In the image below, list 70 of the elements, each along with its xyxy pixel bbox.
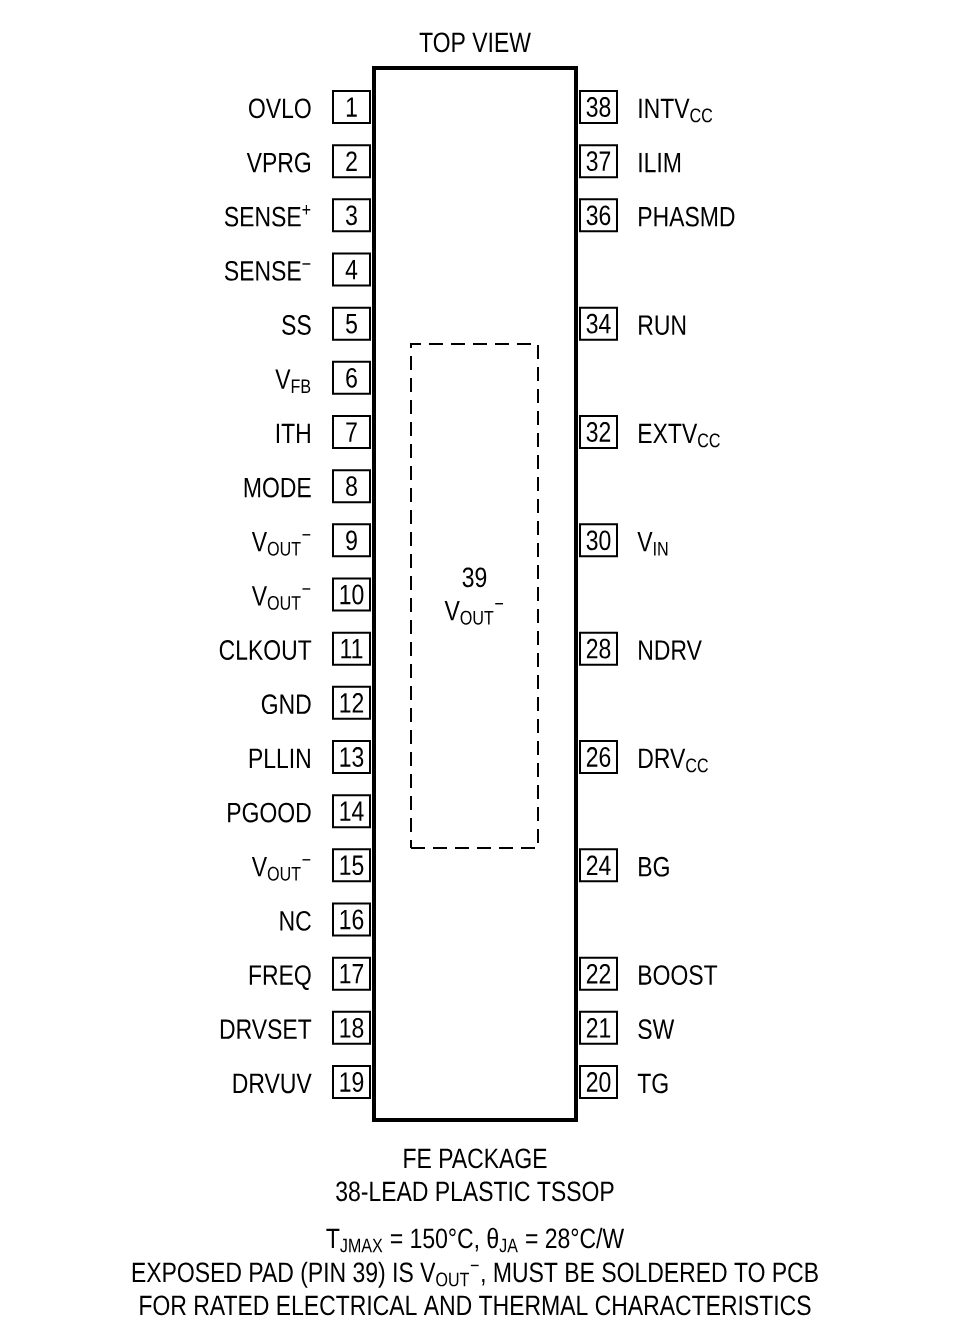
pin-box: 38	[579, 90, 618, 124]
pin-box: 14	[332, 794, 371, 829]
pin-name: VPRG	[246, 152, 310, 173]
package-note: FE PACKAGE	[404, 1148, 547, 1169]
pin-name: V$_{FB}$	[275, 369, 311, 393]
pin-box: 32	[579, 415, 618, 449]
chip-body	[372, 66, 578, 1122]
pin-box: 3	[332, 198, 371, 233]
pin-name: V$_{IN}$	[637, 532, 668, 556]
pin-name: GND	[261, 694, 311, 715]
pin-name: V$_{OUT}$−	[251, 857, 311, 881]
pin-box: 5	[332, 306, 371, 341]
exposed-pad: 39 V$_{OUT}$−	[410, 343, 539, 849]
pin-name: SW	[638, 1019, 675, 1040]
pin-box: 4	[332, 252, 371, 287]
pin-name: INTV$_{CC}$	[639, 98, 713, 123]
pin-name: PLLIN	[249, 748, 310, 768]
pin-box: 19	[332, 1065, 371, 1099]
pin-name: ITH	[276, 423, 310, 443]
pin-name: DRVSET	[220, 1019, 312, 1040]
pin-box: 36	[579, 198, 618, 233]
pin-name: FREQ	[249, 965, 311, 990]
pin-box: 13	[332, 740, 371, 774]
pin-name: PGOOD	[228, 802, 311, 823]
pin-name: PHASMD	[639, 206, 735, 227]
pin-box: 6	[332, 360, 371, 395]
pin-box: 30	[579, 523, 618, 558]
pin-box: 21	[579, 1010, 618, 1045]
pin-box: 16	[332, 902, 371, 937]
pin-name: NC	[280, 910, 311, 931]
pin-box: 8	[332, 469, 371, 504]
pin-name: SS	[282, 315, 311, 335]
package-note: T$_{JMAX}$ = 150°C, θ$_{JA}$ = 28°C/W	[326, 1227, 625, 1253]
pin-name: SENSE$^{−}$	[224, 260, 311, 281]
pin-box: 26	[579, 740, 618, 774]
pin-box: 22	[579, 956, 618, 991]
pin-name: DRVUV	[233, 1073, 312, 1094]
pin-name: ILIM	[639, 152, 681, 173]
pin-box: 18	[332, 1010, 371, 1045]
pin-box: 17	[332, 956, 371, 991]
package-note: EXPOSED PAD (PIN 39) IS V$_{OUT}$$^{−}$, MUST BE SOLDERED TO PCB	[132, 1261, 818, 1288]
pin-box: 9	[332, 523, 371, 558]
pin-name: OVLO	[249, 98, 311, 119]
pin-box: 34	[579, 306, 618, 341]
pin-box: 2	[332, 144, 371, 179]
pin-box: 24	[579, 848, 618, 883]
pin-name: DRV$_{CC}$	[639, 748, 708, 773]
pin-name: TG	[637, 1073, 668, 1094]
pin-name: V$_{OUT}$−	[251, 586, 311, 610]
pin-box: 1	[332, 90, 371, 124]
pin-name: V$_{OUT}$−	[251, 532, 311, 556]
pin-box: 20	[579, 1065, 618, 1099]
pin-name: EXTV$_{CC}$	[639, 423, 720, 448]
pin-name: SENSE$^{+}$	[224, 205, 311, 227]
view-title: TOP VIEW	[419, 32, 531, 53]
pin-name: BOOST	[639, 965, 718, 985]
package-note: 38-LEAD PLASTIC TSSOP	[336, 1181, 614, 1202]
pin-name: MODE	[244, 477, 311, 498]
pin-box: 12	[332, 685, 371, 720]
pin-box: 15	[332, 848, 371, 883]
package-note: FOR RATED ELECTRICAL AND THERMAL CHARACTERISTICS	[140, 1295, 811, 1316]
pin-name: NDRV	[639, 640, 702, 660]
pin-box: 10	[332, 577, 371, 612]
pin-box: 37	[579, 144, 618, 179]
pin-name: RUN	[639, 315, 686, 335]
pin-box: 28	[579, 631, 618, 666]
pin-box: 7	[332, 415, 371, 449]
pin-name: CLKOUT	[219, 640, 312, 660]
pin-name: BG	[639, 856, 669, 877]
pin-box: 11	[332, 631, 371, 666]
